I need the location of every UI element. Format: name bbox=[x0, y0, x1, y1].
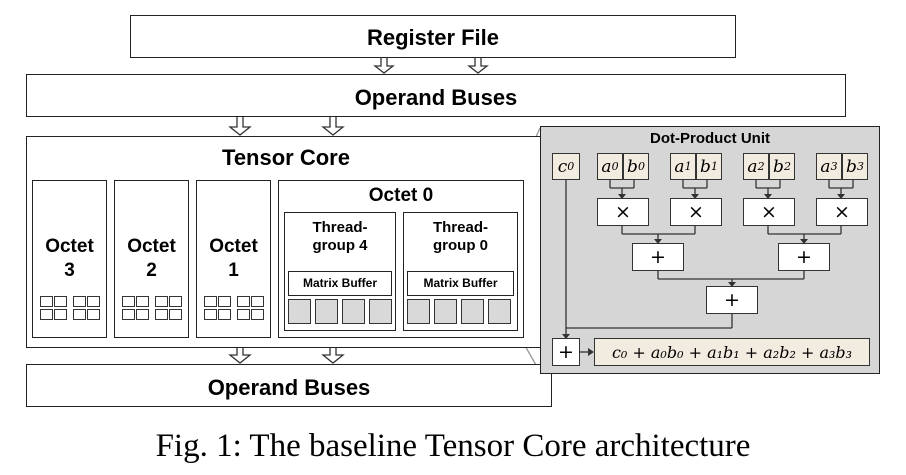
octet-1-number: 1 bbox=[228, 260, 239, 281]
matrix-buffer-0-label: Matrix Buffer bbox=[423, 276, 498, 290]
multiplier-2: × bbox=[743, 198, 795, 226]
multiplier-1: × bbox=[670, 198, 722, 226]
top-operand-buses-label: Operand Buses bbox=[354, 85, 518, 110]
thread-group-4-line1: Thread- bbox=[312, 219, 368, 236]
thread-group-0: Thread- group 0 Matrix Buffer bbox=[403, 212, 518, 331]
bus-arrow-left-1 bbox=[373, 58, 395, 74]
octet-2-name: Octet bbox=[127, 236, 176, 257]
bus-arrow-left-3 bbox=[228, 348, 252, 364]
bus-arrow-right-3 bbox=[321, 348, 345, 364]
bus-arrow-right-2 bbox=[321, 117, 345, 136]
octet-1-name: Octet bbox=[209, 236, 258, 257]
matrix-buffer-0: Matrix Buffer bbox=[407, 271, 514, 296]
octet-3-cells bbox=[40, 296, 102, 326]
multiplier-3: × bbox=[816, 198, 868, 226]
thread-group-0-line2: group 0 bbox=[433, 237, 488, 254]
thread-group-4-line2: group 4 bbox=[312, 237, 368, 254]
octet-1: Octet 1 bbox=[196, 180, 271, 338]
octet-3-number: 3 bbox=[64, 260, 75, 281]
adder-final: + bbox=[706, 286, 758, 314]
bus-arrow-left-2 bbox=[228, 117, 252, 136]
octet-3-name: Octet bbox=[45, 236, 94, 257]
thread-group-0-line1: Thread- bbox=[432, 219, 488, 236]
matrix-buffer-4-label: Matrix Buffer bbox=[302, 276, 377, 290]
octet-2-cells bbox=[122, 296, 184, 326]
figure-caption: Fig. 1: The baseline Tensor Core archite… bbox=[155, 428, 751, 464]
accumulator-adder: + bbox=[552, 338, 580, 366]
adder-0: + bbox=[632, 243, 684, 271]
multiplier-0: × bbox=[597, 198, 649, 226]
bottom-operand-buses: Operand Buses bbox=[26, 364, 552, 407]
octet-1-cells bbox=[204, 296, 266, 326]
matrix-buffer-4: Matrix Buffer bbox=[288, 271, 392, 296]
matrix-buffer-4-cells bbox=[288, 299, 392, 324]
octet-3: Octet 3 bbox=[32, 180, 107, 338]
register-file-label: Register File bbox=[366, 25, 500, 50]
matrix-buffer-0-cells bbox=[407, 299, 514, 324]
thread-group-4: Thread- group 4 Matrix Buffer bbox=[284, 212, 396, 331]
octet-2-number: 2 bbox=[146, 260, 157, 281]
register-file: Register File bbox=[130, 15, 736, 58]
octet-2: Octet 2 bbox=[114, 180, 189, 338]
bottom-operand-buses-label: Operand Buses bbox=[207, 375, 371, 400]
octet-0-title: Octet 0 bbox=[368, 185, 434, 206]
dpu-title: Dot-Product Unit bbox=[650, 130, 770, 147]
adder-1: + bbox=[778, 243, 830, 271]
top-operand-buses: Operand Buses bbox=[26, 74, 846, 117]
bus-arrow-right-1 bbox=[467, 58, 489, 74]
result-formula: c₀ + a₀b₀ + a₁b₁ + a₂b₂ + a₃b₃ bbox=[594, 338, 870, 366]
tensor-core-title: Tensor Core bbox=[222, 145, 350, 170]
